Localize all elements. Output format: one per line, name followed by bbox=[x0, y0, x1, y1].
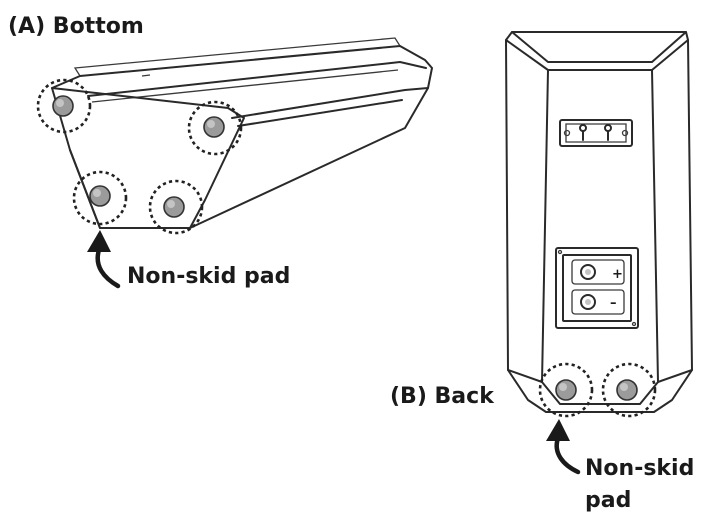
non-skid-pad bbox=[72, 170, 128, 226]
minus-sign: – bbox=[610, 296, 617, 311]
terminal-minus bbox=[580, 294, 596, 310]
pad-highlight-circle bbox=[187, 100, 243, 156]
curved-arrow-icon bbox=[87, 230, 121, 289]
curved-arrow-icon bbox=[546, 419, 581, 475]
speaker-terminal-plate: + – bbox=[555, 247, 639, 329]
non-skid-pad bbox=[538, 362, 594, 418]
non-skid-pad bbox=[187, 100, 243, 156]
non-skid-pad-label-line2: pad bbox=[585, 488, 632, 513]
pad-highlight-circle bbox=[601, 362, 657, 418]
pad-highlight-circle bbox=[148, 179, 204, 235]
pad-highlight-circle bbox=[538, 362, 594, 418]
back-view-label: (B) Back bbox=[390, 384, 494, 409]
plus-sign: + bbox=[612, 267, 623, 282]
pad-highlight-circle bbox=[72, 170, 128, 226]
non-skid-pad-label-line1: Non-skid bbox=[585, 456, 695, 481]
non-skid-pad bbox=[601, 362, 657, 418]
non-skid-pad bbox=[36, 78, 92, 134]
non-skid-pad-label: Non-skid pad bbox=[127, 264, 291, 289]
wall-mount-bracket bbox=[559, 119, 633, 147]
pad-highlight-circle bbox=[36, 78, 92, 134]
bottom-view-speaker bbox=[36, 37, 433, 289]
bottom-view-label: (A) Bottom bbox=[8, 14, 144, 39]
non-skid-pad bbox=[148, 179, 204, 235]
terminal-plus bbox=[580, 264, 596, 280]
back-view-speaker: + – bbox=[505, 31, 693, 475]
